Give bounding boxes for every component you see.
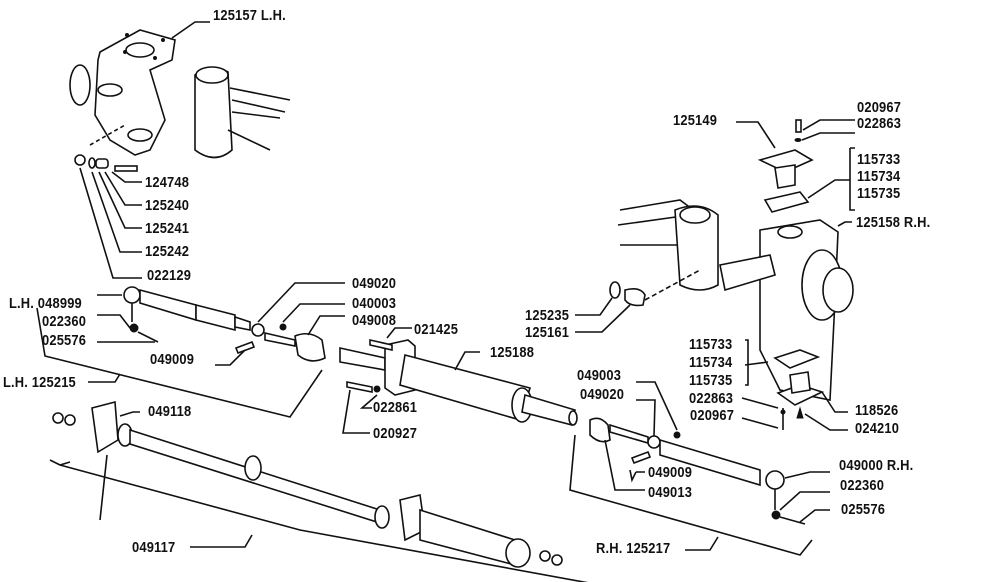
- label-bot-020967: 020967: [690, 407, 735, 424]
- label-049008: 049008: [352, 312, 397, 329]
- label-125157-lh: 125157 L.H.: [213, 7, 286, 24]
- label-lh-049009: 049009: [150, 351, 195, 368]
- rh-tie-rod: [589, 417, 806, 525]
- label-049118: 049118: [148, 403, 192, 420]
- label-lh-022360: 022360: [42, 313, 87, 330]
- label-top-115735: 115735: [857, 185, 901, 202]
- label-125242: 125242: [145, 243, 190, 260]
- label-bot-115735: 115735: [689, 372, 733, 389]
- label-top-115734: 115734: [857, 168, 901, 185]
- label-top-115733: 115733: [857, 151, 901, 168]
- label-bot-115734: 115734: [689, 354, 733, 371]
- label-125235: 125235: [525, 307, 570, 324]
- label-125161: 125161: [525, 324, 570, 341]
- label-lh-125215: L.H. 125215: [3, 374, 76, 391]
- label-049003: 049003: [577, 367, 622, 384]
- label-lh-049020: 049020: [352, 275, 397, 292]
- rh-bushings: [609, 281, 646, 307]
- label-040003: 040003: [352, 295, 397, 312]
- rh-steering-knuckle: [719, 219, 854, 401]
- rh-upper-ball-joint: [757, 119, 814, 213]
- label-022861: 022861: [373, 399, 418, 416]
- label-rh-025576: 025576: [841, 501, 886, 518]
- label-124748: 124748: [145, 174, 190, 191]
- label-021425: 021425: [414, 321, 459, 338]
- label-lh-025576: 025576: [42, 332, 87, 349]
- lh-kingpin-hardware: [74, 154, 138, 172]
- label-bot-115733: 115733: [689, 336, 733, 353]
- label-rh-022360: 022360: [840, 477, 885, 494]
- rh-axle-end: [617, 199, 719, 291]
- rh-lower-ball-joint: [773, 349, 825, 430]
- label-049013: 049013: [648, 484, 693, 501]
- label-125240: 125240: [145, 197, 190, 214]
- lh-axle-end: [194, 66, 291, 159]
- label-125188: 125188: [490, 344, 535, 361]
- label-022129: 022129: [147, 267, 192, 284]
- label-049117: 049117: [132, 539, 176, 556]
- label-024210: 024210: [855, 420, 900, 437]
- label-top-020967: 020967: [857, 99, 902, 116]
- label-lh-048999: L.H. 048999: [9, 295, 82, 312]
- label-rh-125217: R.H. 125217: [596, 540, 671, 557]
- lower-tube-assembly: [52, 400, 563, 568]
- label-125149: 125149: [673, 112, 718, 129]
- label-020927: 020927: [373, 425, 418, 442]
- label-118526: 118526: [855, 402, 899, 419]
- label-bot-022863: 022863: [689, 390, 734, 407]
- label-rh-049020: 049020: [580, 386, 625, 403]
- label-125241: 125241: [145, 220, 190, 237]
- label-rh-049000: 049000 R.H.: [839, 457, 914, 474]
- lh-steering-knuckle: [69, 29, 176, 156]
- steering-rack-housing: [339, 338, 578, 426]
- label-rh-049009: 049009: [648, 464, 693, 481]
- label-125158-rh: 125158 R.H.: [856, 214, 931, 231]
- lh-tie-rod: [123, 286, 251, 343]
- label-top-022863: 022863: [857, 115, 902, 132]
